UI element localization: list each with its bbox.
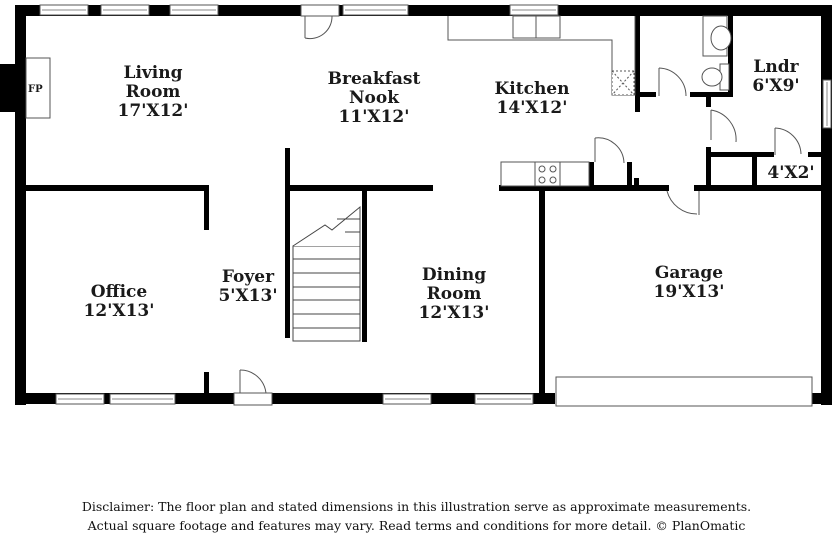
fireplace-label: FP (28, 84, 43, 95)
disclaimer-line-1: Disclaimer: The floor plan and stated di… (81, 499, 752, 514)
room-foyer: Foyer 5'X13' (218, 267, 278, 306)
garage-door (555, 376, 813, 407)
room-dining-room: Dining Room 12'X13' (418, 265, 490, 323)
room-closet: 4'X2' (767, 163, 815, 183)
fireplace (25, 57, 51, 119)
room-kitchen: Kitchen 14'X12' (494, 79, 570, 118)
staircase (292, 205, 361, 342)
kitchen-counters (447, 15, 636, 187)
room-laundry: Lndr 6'X9' (752, 57, 800, 96)
disclaimer-line-2: Actual square footage and features may v… (87, 518, 746, 533)
disclaimer: Disclaimer: The floor plan and stated di… (0, 497, 833, 535)
room-garage: Garage 19'X13' (653, 263, 725, 302)
room-office: Office 12'X13' (83, 282, 155, 321)
exterior-walls (0, 5, 832, 405)
bath-fixtures (701, 15, 732, 91)
room-breakfast-nook: Breakfast Nook 11'X12' (327, 69, 421, 127)
doors (233, 4, 340, 406)
interior-walls (26, 14, 826, 403)
room-living-room: Living Room 17'X12' (117, 63, 189, 121)
